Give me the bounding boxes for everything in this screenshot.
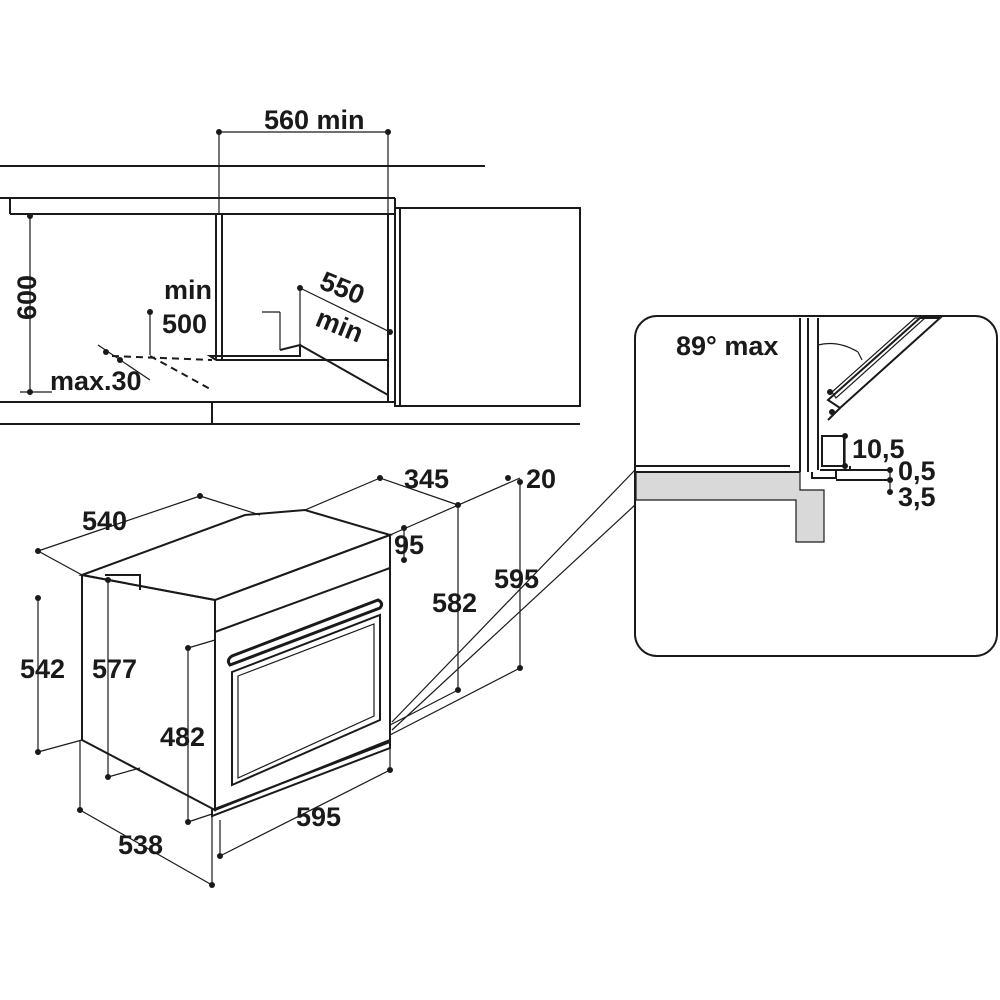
detail-door-angle: 89° max xyxy=(676,331,778,361)
dim-cabinet-height: 600 xyxy=(12,275,42,320)
dim-height-595: 595 xyxy=(494,564,539,594)
dim-rear-min-value: 500 xyxy=(162,309,207,339)
dim-rear-min-label: min xyxy=(164,275,212,305)
detail-0-5: 0,5 xyxy=(898,456,936,486)
dim-depth-min-label: min xyxy=(312,303,368,349)
dim-rear-opening: max.30 xyxy=(50,366,142,396)
detail-inset: 89° max 10,5 0,5 3,5 xyxy=(634,315,998,657)
dim-oven-depth-top: 540 xyxy=(82,506,127,536)
dim-height-582: 582 xyxy=(432,588,477,618)
detail-3-5: 3,5 xyxy=(898,482,936,512)
detail-10-5: 10,5 xyxy=(852,434,905,464)
dim-width-595: 595 xyxy=(296,802,341,832)
dim-top-20: 20 xyxy=(526,464,556,494)
cabinet-view: 560 min 600 min 500 max.30 550 min xyxy=(0,105,581,425)
dim-side-577: 577 xyxy=(92,654,137,684)
dim-door-482: 482 xyxy=(160,722,205,752)
dim-top-345: 345 xyxy=(404,464,449,494)
dim-cabinet-width: 560 min xyxy=(264,105,365,135)
dim-side-542: 542 xyxy=(20,654,65,684)
dim-panel-95: 95 xyxy=(394,530,424,560)
dim-depth-538: 538 xyxy=(118,830,163,860)
oven-view: 540 345 20 95 582 595 542 xyxy=(20,464,636,888)
